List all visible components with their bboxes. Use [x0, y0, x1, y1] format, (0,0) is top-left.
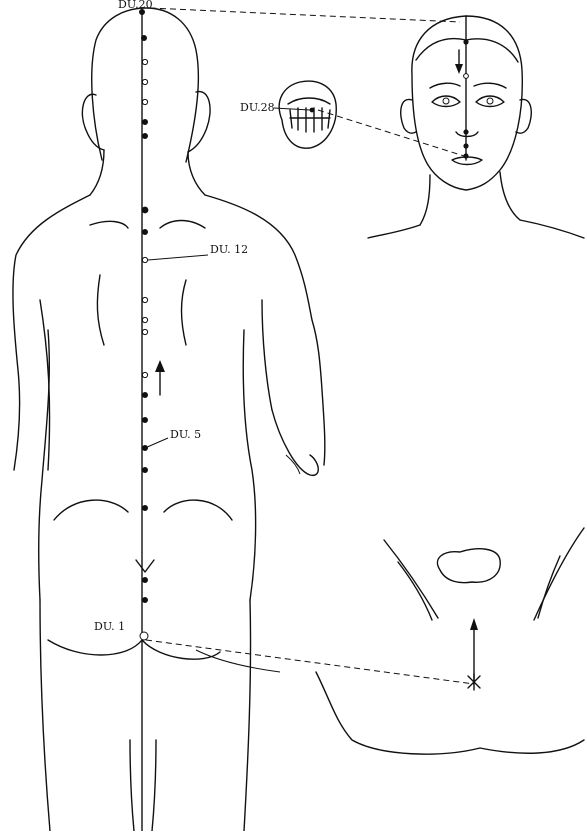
face-acupoint: [463, 129, 468, 134]
du12-leader-line: [148, 255, 208, 260]
acupoint: [142, 317, 147, 322]
front-face-figure: [368, 16, 584, 238]
back-right-ear: [188, 92, 210, 152]
acupoint: [142, 392, 148, 398]
face-acupoint: [463, 143, 468, 148]
acupoint: [142, 119, 148, 125]
connector-du1: [146, 640, 474, 684]
face-neck-left: [420, 175, 430, 225]
acupoint-du12: [142, 257, 147, 262]
face-acupoint: [463, 39, 468, 44]
back-left-blade: [97, 275, 104, 345]
back-inner-leg-right: [152, 740, 156, 831]
acupoint-du1: [140, 632, 148, 640]
channel-fork-mark: [136, 560, 154, 572]
acupoint: [142, 99, 147, 104]
mouth-inset-teeth: [290, 108, 330, 132]
acupoint: [142, 597, 148, 603]
face-neck-right: [500, 172, 520, 220]
mouth-inset: [274, 81, 336, 148]
label-du12: DU. 12: [210, 243, 248, 256]
acupoint: [142, 133, 148, 139]
acupoint: [142, 505, 148, 511]
label-du1: DU. 1: [94, 620, 125, 633]
perineum-buttocks: [316, 672, 584, 754]
perineum-genitals: [437, 549, 500, 583]
back-lower-buttocks: [48, 640, 220, 659]
acupoint: [142, 229, 148, 235]
acupoint: [142, 467, 148, 473]
arrow-up-icon: [155, 360, 165, 395]
back-right-leg: [244, 600, 251, 831]
back-right-buttock: [164, 500, 232, 520]
mouth-inset-upper-lip: [288, 98, 330, 104]
acupoint: [142, 79, 147, 84]
acupoint: [142, 329, 147, 334]
back-neck-right: [188, 152, 205, 195]
arrow-down-icon: [455, 50, 463, 74]
back-left-scapula: [90, 221, 128, 228]
back-right-scapula: [160, 221, 205, 229]
acupoint: [142, 59, 147, 64]
label-du28: DU.28: [240, 101, 275, 114]
governor-vessel-channel: [136, 8, 154, 831]
acupoint: [142, 297, 147, 302]
back-left-leg: [40, 600, 50, 831]
connector-du20: [150, 8, 460, 22]
face-left-shoulder: [368, 225, 420, 238]
face-right-shoulder: [520, 220, 584, 238]
back-left-shoulder-arm: [13, 195, 90, 470]
label-du5: DU. 5: [170, 428, 201, 441]
perineum-left-thigh-outer: [398, 562, 432, 620]
acupoint: [142, 207, 149, 214]
connector-du28: [318, 110, 464, 156]
perineum-point-mark: [468, 674, 480, 690]
back-torso-right: [243, 330, 255, 600]
back-right-shoulder-arm: [205, 195, 325, 465]
face-left-brow: [430, 83, 460, 88]
back-left-buttock: [54, 500, 128, 520]
face-acupoint: [464, 74, 469, 79]
acupoint: [142, 372, 147, 377]
acupoint: [141, 35, 147, 41]
back-right-blade: [182, 280, 187, 345]
back-hip-smudge: [196, 650, 280, 672]
face-right-brow: [474, 83, 506, 88]
perineum-arrow-head: [470, 618, 478, 630]
acupoint: [142, 417, 148, 423]
label-du20: DU.20: [118, 0, 153, 11]
du28-point: [310, 108, 315, 113]
back-view-figure: [13, 8, 325, 831]
du5-leader-line: [145, 438, 168, 448]
back-inner-leg-left: [130, 740, 134, 831]
perineum-inset: [316, 528, 584, 754]
face-acupoint: [463, 153, 468, 158]
back-right-inner-arm: [262, 300, 272, 410]
face-left-pupil: [443, 98, 449, 104]
face-right-pupil: [487, 98, 493, 104]
mouth-inset-outline: [279, 81, 336, 148]
acupoint: [142, 577, 148, 583]
